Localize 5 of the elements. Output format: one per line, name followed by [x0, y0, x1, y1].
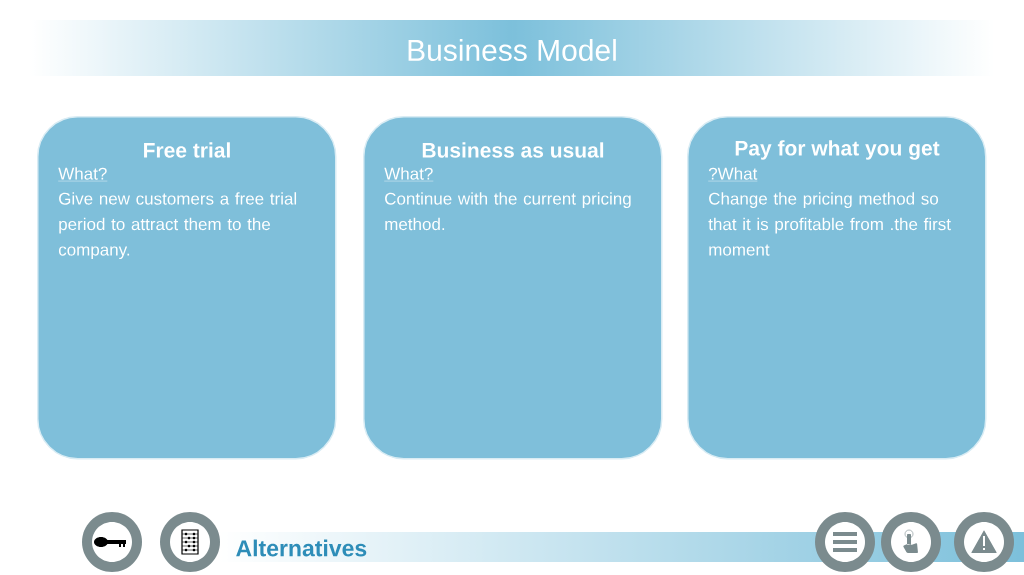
- option-card: Free trial What? Give new customers a free trial period to attract them to the company.: [37, 116, 337, 460]
- section-label: Alternatives: [236, 539, 367, 557]
- title: Business Model: [408, 39, 616, 61]
- option-card: Business as usual What? Continue with the current pricing method.: [363, 116, 663, 460]
- option-card: Pay for what you get ?What Change the pricing method so that it is profitable from .the first moment: [687, 116, 987, 460]
